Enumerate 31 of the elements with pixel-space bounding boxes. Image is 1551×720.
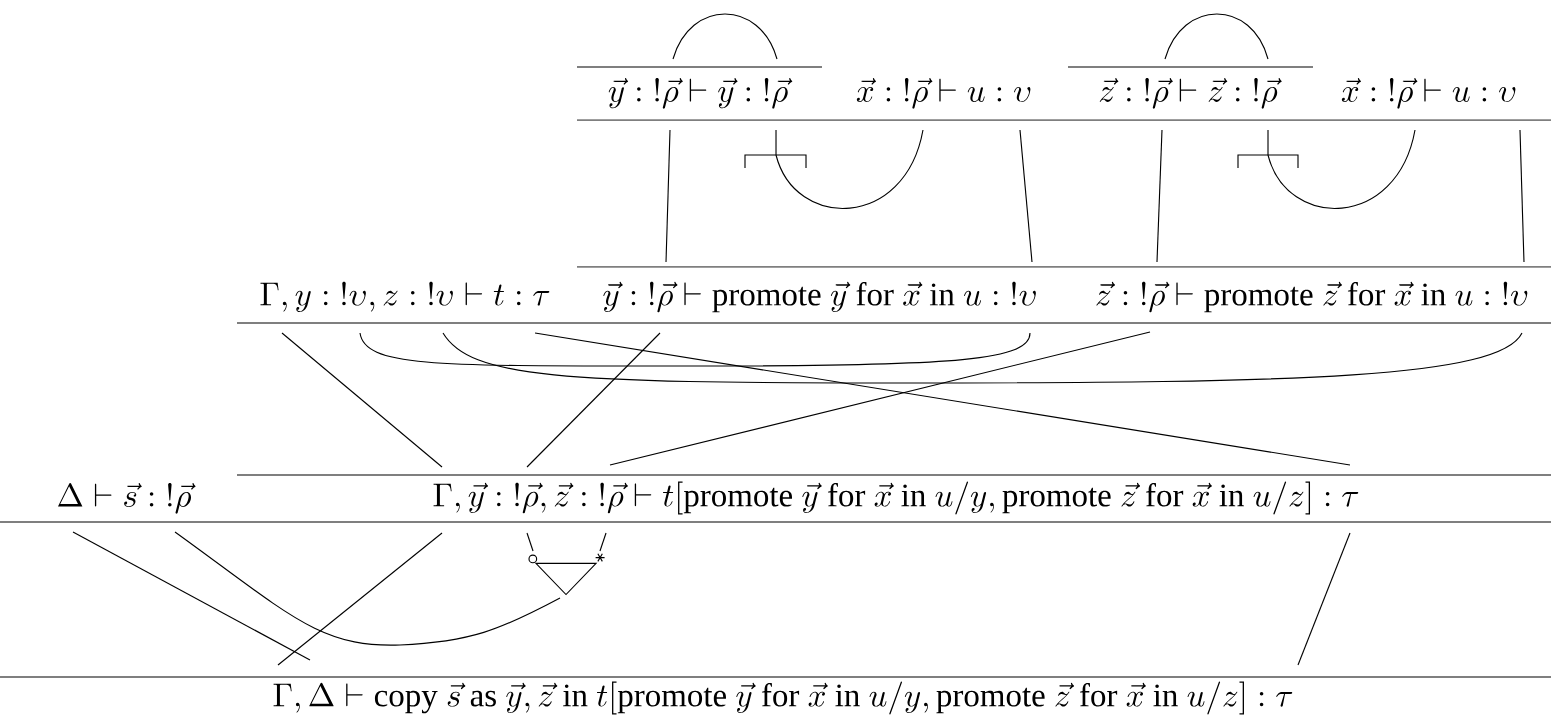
link-line	[1019, 129, 1033, 263]
link-line	[775, 129, 924, 209]
link-line	[281, 332, 443, 468]
link-line	[526, 332, 661, 468]
link-line	[526, 532, 534, 552]
link-line	[277, 532, 443, 666]
link-line	[174, 531, 561, 646]
link-line	[672, 13, 778, 60]
contraction-triangle	[528, 553, 606, 596]
sequent: $\vec{z} : {!}\vec{\rho} \vdash \mathrm{promote}\ \vec{z}\ \mathrm{for}\ \vec{x}\ \mathrm{in}\ u : {!}\upsilon$	[1096, 281, 1528, 313]
link-line	[1297, 532, 1351, 666]
sequent: $\Delta \vdash \vec{s} : {!}\vec{\rho}$	[58, 483, 196, 514]
sequent: $\vec{y} : {!}\vec{\rho} \vdash \vec{y} : {!}\vec{\rho}$	[608, 78, 793, 109]
link-line	[609, 331, 1151, 466]
link-line	[599, 532, 607, 552]
link-line	[359, 332, 1031, 367]
link-line	[1156, 129, 1163, 263]
link-line	[72, 531, 311, 661]
link-line	[534, 332, 1351, 466]
link-line	[1267, 129, 1416, 209]
sequent: $\Gamma, \vec{y} : {!}\vec{\rho}, \vec{z} : {!}\vec{\rho} \vdash t[\mathrm{promote}\ \vec{y}\ \mathrm{for}\ \vec{x}\ \mathrm{in}\ u/y, \mathrm{promote}\ \vec{z}\ \mathrm{for}\ \vec{x}\ \mathrm{in}\ u/z] : \tau$	[433, 481, 1359, 515]
link-line	[442, 332, 1523, 384]
sequent: $\Gamma, y : {!}\upsilon, z : {!}\upsilon \vdash t : \tau$	[260, 281, 550, 312]
link-line	[1164, 13, 1269, 60]
sequent: $\vec{x} : {!}\vec{\rho} \vdash u : \upsilon$	[856, 78, 1031, 109]
sequent: $\vec{z} : {!}\vec{\rho} \vdash \vec{z} : {!}\vec{\rho}$	[1099, 78, 1282, 109]
link-line	[1519, 129, 1525, 263]
link-line	[665, 129, 671, 263]
sequent: $\vec{y} : {!}\vec{\rho} \vdash \mathrm{promote}\ \vec{y}\ \mathrm{for}\ \vec{x}\ \mathrm{in}\ u : {!}\upsilon$	[603, 281, 1036, 313]
sequent: $\vec{x} : {!}\vec{\rho} \vdash u : \upsilon$	[1341, 78, 1516, 109]
sequent: $\Gamma, \Delta \vdash \mathrm{copy}\ \vec{s}\ \mathrm{as}\ \vec{y}, \vec{z}\ \mathrm{in}\ t[\mathrm{promote}\ \vec{y}\ \mathrm{for}\ \vec{x}\ \mathrm{in}\ u/y, \mathrm{promote}\ \vec{z}\ \mathrm{for}\ \vec{x}\ \mathrm{in}\ u/z] : \tau$	[273, 681, 1293, 715]
